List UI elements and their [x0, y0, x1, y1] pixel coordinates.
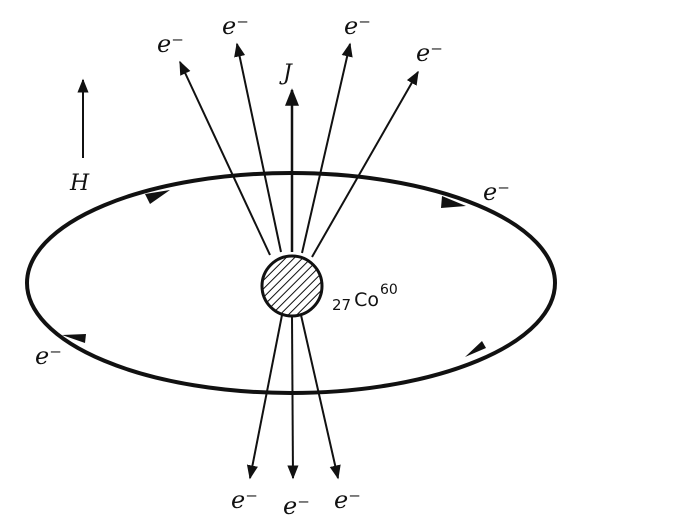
electron-ray-up-1	[179, 60, 271, 256]
electron-label-down-2: e⁻	[283, 492, 310, 520]
loop-direction-arrow-bottom-left	[62, 334, 86, 343]
electron-label-up-3: e⁻	[344, 12, 371, 40]
loop-direction-arrow-top-right	[441, 196, 466, 208]
electron-label-down-1: e⁻	[231, 486, 258, 514]
electron-label-down-3: e⁻	[334, 486, 361, 514]
electron-label-loop-left: e⁻	[35, 342, 62, 370]
electron-ray-down-1	[246, 314, 283, 480]
electron-label-up-1: e⁻	[157, 30, 184, 58]
electron-ray-up-4	[311, 70, 419, 258]
field-label: H	[69, 171, 90, 196]
loop-direction-arrow-bottom-right	[465, 341, 486, 357]
mass-number: 60	[380, 282, 398, 298]
cobalt-nucleus	[260, 254, 324, 318]
electron-label-up-4: e⁻	[416, 39, 443, 67]
electron-ray-up-3	[301, 42, 353, 254]
spin-label: J	[279, 61, 293, 86]
loop-direction-arrow-top-left	[145, 190, 170, 204]
atomic-number: 27	[332, 296, 351, 314]
element-symbol: Co	[354, 289, 379, 311]
electron-ray-down-3	[300, 314, 341, 480]
electron-label-up-2: e⁻	[222, 12, 249, 40]
electron-ray-up-2	[234, 42, 282, 253]
electron-ray-down-2	[287, 315, 299, 480]
electron-label-loop-right: e⁻	[483, 178, 510, 206]
